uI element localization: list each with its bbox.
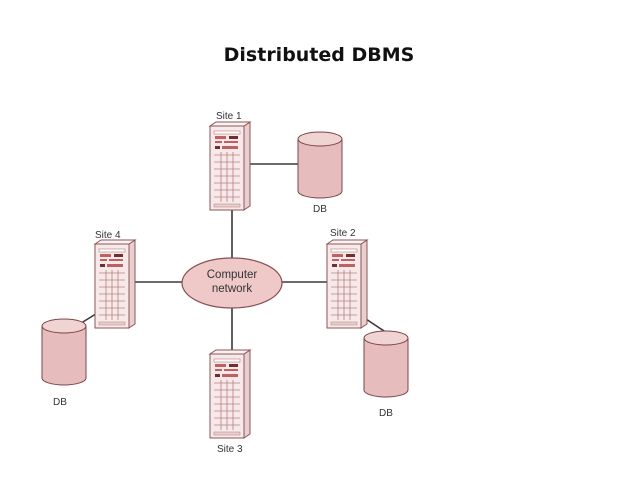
site-1-server-icon [209,121,251,211]
site-4-label: Site 4 [95,230,121,241]
site-3: Site 3 [209,349,251,455]
site-2-label: Site 2 [330,228,356,239]
site-2-db-label: DB [379,408,393,419]
site-2: Site 2 DB [326,228,409,419]
site-4-db-label: DB [53,397,67,408]
site-3-server-icon [209,349,251,439]
site-3-label: Site 3 [217,444,243,455]
site-2-database-icon [363,330,409,398]
site-4-server-icon [94,239,136,329]
site-1-db-label: DB [313,204,327,215]
computer-network-node: Computer network [181,257,283,309]
page-title: Distributed DBMS [223,44,415,66]
site-1-database-icon [297,131,343,199]
site-4-database-icon [41,318,87,386]
site-2-server-icon [326,239,368,329]
site-4: Site 4 DB [41,230,136,408]
network-label-line1: Computer [207,269,258,281]
site-1: Site 1 DB [209,111,343,215]
site-1-label: Site 1 [216,111,242,122]
network-label-line2: network [212,283,253,295]
